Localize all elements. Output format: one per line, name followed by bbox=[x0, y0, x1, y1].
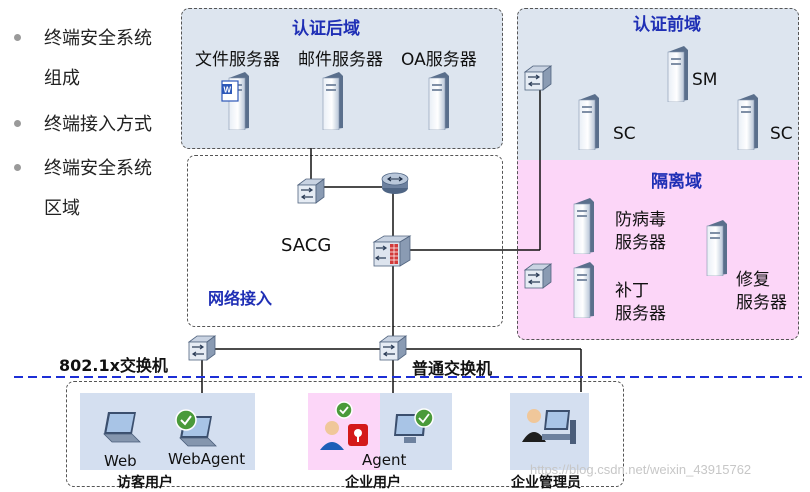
patch-label-2: 服务器 bbox=[615, 304, 666, 324]
dot1x-switch-label: 802.1x交换机 bbox=[59, 356, 168, 375]
admin-icon bbox=[522, 409, 576, 444]
normal-switch-label: 普通交换机 bbox=[412, 359, 493, 378]
enterprise-caption: 企业用户 bbox=[345, 475, 401, 491]
sacg-firewall-icon bbox=[372, 235, 412, 267]
network-access-zone bbox=[187, 155, 503, 327]
sc-label-1: SC bbox=[613, 124, 636, 144]
menu-item-composition[interactable]: 终端安全系统 bbox=[44, 28, 152, 49]
sacg-label: SACG bbox=[281, 235, 332, 256]
sc-server-icon-2 bbox=[737, 94, 758, 150]
webagent-laptop-icon bbox=[175, 409, 217, 447]
webagent-label: WebAgent bbox=[168, 450, 246, 468]
web-label: Web bbox=[104, 452, 137, 470]
mail-server-icon bbox=[322, 72, 343, 130]
bullet-icon bbox=[14, 34, 21, 41]
patch-server-icon bbox=[573, 262, 594, 318]
router-icon bbox=[381, 172, 409, 194]
dot1x-switch-icon bbox=[187, 335, 217, 361]
mail-server-label: 邮件服务器 bbox=[298, 50, 383, 70]
document-icon: W bbox=[221, 80, 239, 102]
admin-caption: 企业管理员 bbox=[511, 475, 581, 491]
menu-item-area[interactable]: 终端安全系统 bbox=[44, 158, 152, 179]
auth-front-title: 认证前域 bbox=[633, 15, 701, 35]
sm-label: SM bbox=[692, 70, 718, 90]
isolation-switch-icon bbox=[523, 263, 553, 289]
front-switch-icon bbox=[523, 65, 553, 91]
oa-server-icon bbox=[428, 72, 449, 130]
watermark-text: https://blog.csdn.net/weixin_43915762 bbox=[530, 462, 752, 477]
laptop-icon bbox=[103, 412, 141, 443]
repair-server-icon bbox=[706, 220, 727, 276]
bullet-icon bbox=[14, 120, 21, 127]
menu-item-area-cont[interactable]: 区域 bbox=[44, 198, 80, 219]
visitor-caption: 访客用户 bbox=[117, 475, 173, 491]
patch-label: 补丁 bbox=[615, 281, 649, 301]
repair-label: 修复 bbox=[736, 270, 770, 290]
menu-item-access-method[interactable]: 终端接入方式 bbox=[44, 114, 152, 135]
antivirus-label-2: 服务器 bbox=[615, 233, 666, 253]
sc-server-icon-1 bbox=[578, 94, 599, 150]
agent-label: Agent bbox=[362, 451, 407, 469]
network-access-title: 网络接入 bbox=[208, 289, 273, 308]
user-zone bbox=[66, 381, 624, 487]
auth-back-title: 认证后域 bbox=[292, 19, 360, 39]
isolation-bg bbox=[517, 160, 799, 340]
auth-front-zone bbox=[517, 8, 799, 340]
oa-server-label: OA服务器 bbox=[401, 50, 477, 70]
file-server-label: 文件服务器 bbox=[195, 50, 280, 70]
agent-pc-icon bbox=[394, 408, 434, 443]
switch-icon bbox=[296, 178, 326, 204]
isolation-title: 隔离域 bbox=[651, 172, 702, 192]
repair-label-2: 服务器 bbox=[736, 293, 787, 313]
bullet-icon bbox=[14, 164, 21, 171]
antivirus-label: 防病毒 bbox=[615, 210, 666, 230]
svg-text:W: W bbox=[224, 86, 232, 95]
sc-label-2: SC bbox=[770, 124, 793, 144]
menu-item-composition-cont[interactable]: 组成 bbox=[44, 68, 80, 89]
antivirus-server-icon bbox=[573, 198, 594, 254]
agent-user-icon bbox=[320, 401, 368, 450]
sm-server-icon bbox=[667, 46, 688, 102]
normal-switch-icon bbox=[378, 335, 408, 361]
